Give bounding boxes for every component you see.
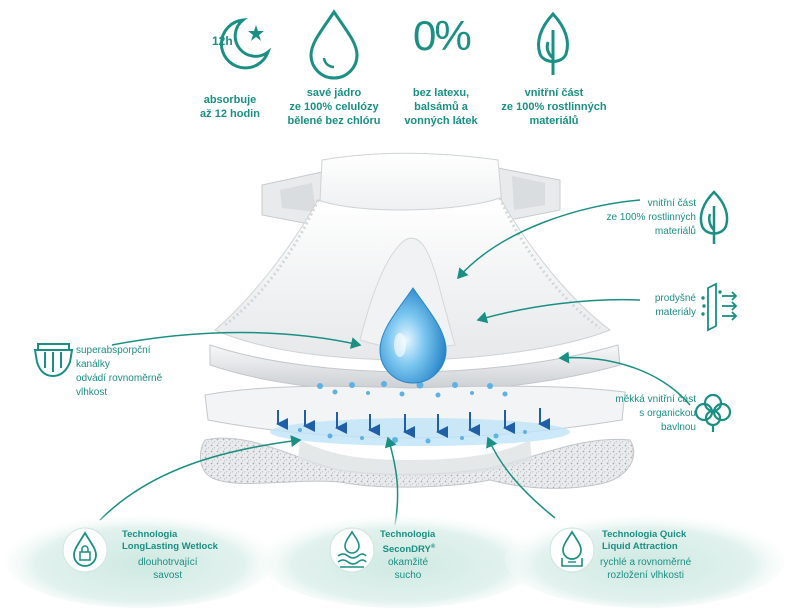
leaf-icon xyxy=(537,11,569,75)
moon-12h-badge: 12h xyxy=(212,34,233,48)
zero-percent-badge: 0% xyxy=(413,12,472,59)
cotton-flower-icon xyxy=(694,393,732,432)
drop-absorb-icon xyxy=(549,527,595,573)
feature-plant-text: vnitřní část ze 100% rostlinných materiá… xyxy=(501,87,607,127)
breathable-layer-icon xyxy=(701,282,738,332)
feature-latex-text: bez latexu, balsámů a vonných látek xyxy=(404,87,478,127)
callout-channels-text: superabsporpční kanálky odvádí rovnoměrn… xyxy=(76,345,163,398)
leaf-callout-icon xyxy=(699,190,729,244)
absorption-arrows xyxy=(276,408,550,438)
droplets xyxy=(298,381,527,444)
big-water-drop xyxy=(379,287,447,384)
callout-cotton-text: měkká vnitřní část s organickou bavlnou xyxy=(615,394,696,433)
tech-wetlock-sub: dlouhotrvající savost xyxy=(138,557,198,581)
callout-breathable-text: prodyšné materiály xyxy=(654,293,696,318)
water-drop-icon xyxy=(309,9,359,80)
callout-arrows xyxy=(99,199,691,526)
diaper-channels-icon xyxy=(33,343,74,378)
feature-absorb-text: absorbuje až 12 hodin xyxy=(200,94,260,120)
moon-12h-icon xyxy=(219,17,272,70)
tech-wetlock-title: Technologia LongLasting Wetlock xyxy=(122,529,218,552)
tech-quick-sub: rychlé a rovnoměrné rozložení vlhkosti xyxy=(600,557,692,581)
feature-core-text: savé jádro ze 100% celulózy bělené bez c… xyxy=(287,87,381,127)
callout-plant-text: vnitřní část ze 100% rostlinných materiá… xyxy=(606,198,697,237)
tech-quick-title: Technologia Quick Liquid Attraction xyxy=(602,529,687,552)
dry-layer-icon xyxy=(329,527,375,573)
tech-secondry-sub: okamžité sucho xyxy=(388,557,429,581)
tech-secondry-title: Technologia SeconDRY® xyxy=(380,529,436,556)
lock-drop-icon xyxy=(62,527,108,573)
